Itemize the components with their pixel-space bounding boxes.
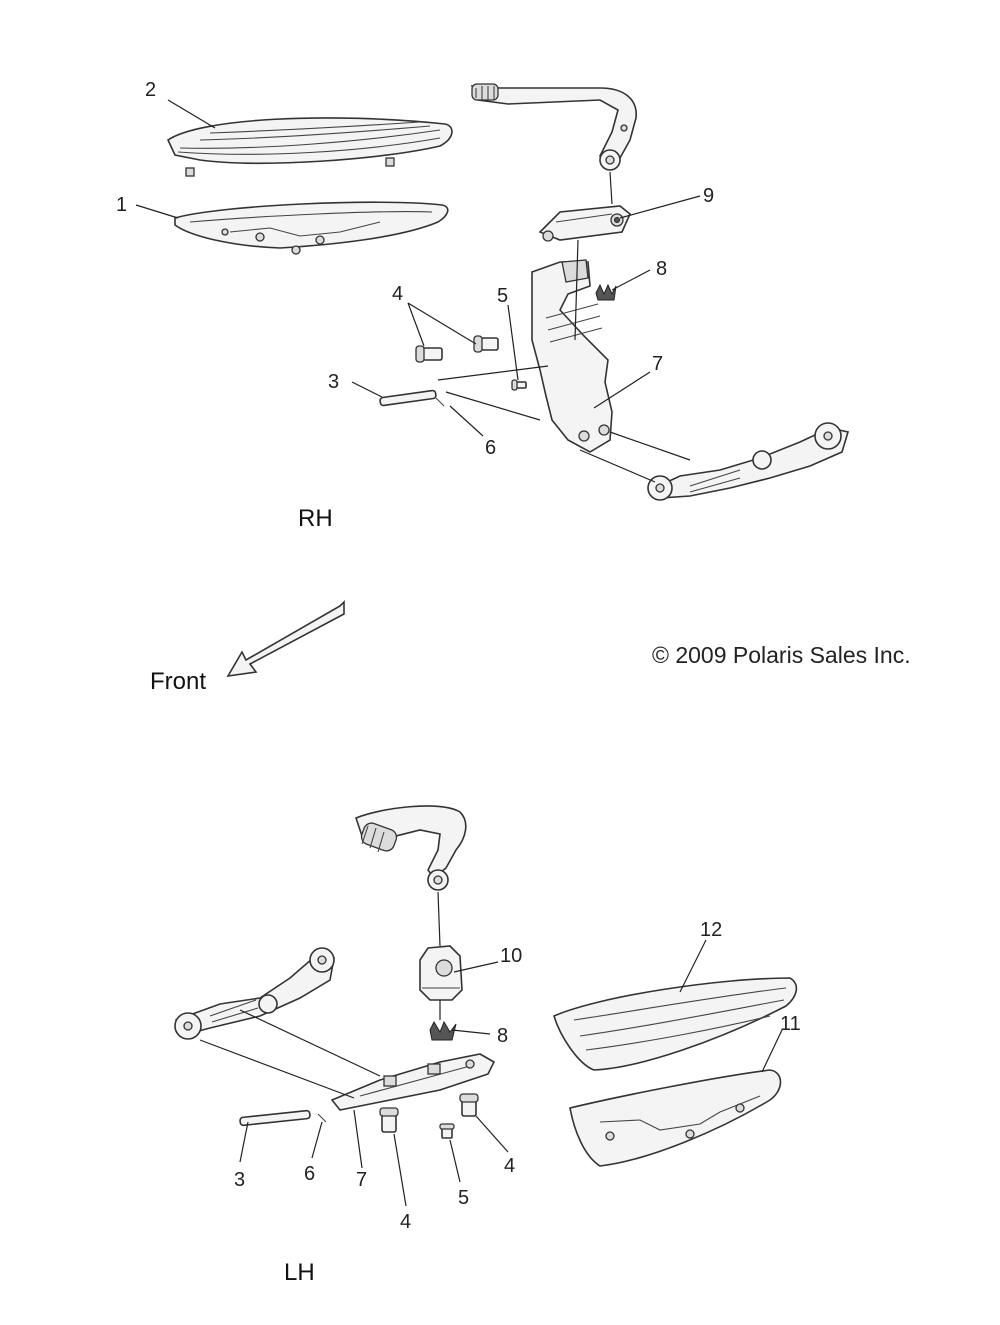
lh-callout-4-right: 4 (504, 1155, 515, 1177)
rh-callout-7: 7 (652, 353, 663, 375)
lh-callout-6: 6 (304, 1163, 315, 1185)
lh-assembly: 10 12 11 8 4 3 6 7 5 4 LH (174, 805, 801, 1286)
lh-clevis (419, 945, 463, 1001)
rh-callout-4: 4 (392, 283, 403, 305)
rh-pedal-arm (531, 259, 613, 453)
rh-callout-6: 6 (485, 437, 496, 459)
front-arrow (226, 600, 345, 678)
lh-view-label: LH (284, 1259, 315, 1286)
lh-bolts (379, 1093, 479, 1139)
rh-footpeg-bracket (647, 422, 850, 501)
lh-callout-11: 11 (780, 1013, 801, 1035)
lh-callout-8: 8 (497, 1025, 508, 1047)
rh-callout-1: 1 (116, 194, 127, 216)
rh-brake-lever (470, 83, 637, 171)
lh-cotter-pin (317, 1113, 327, 1123)
lh-footboard-base (569, 1069, 782, 1167)
lh-callout-5: 5 (458, 1187, 469, 1209)
copyright-notice: © 2009 Polaris Sales Inc. (652, 642, 911, 668)
rh-view-label: RH (298, 505, 333, 532)
rh-pedal-bracket (538, 205, 631, 242)
rh-assembly: 2 1 9 8 4 5 3 7 6 RH (116, 79, 850, 532)
lh-shift-lever (355, 805, 467, 891)
rh-callout-2: 2 (145, 79, 156, 101)
front-direction-label: Front (150, 668, 206, 695)
rh-footboard-mat (166, 117, 453, 177)
lh-callout-10: 10 (500, 945, 522, 967)
rh-bolts (415, 335, 527, 391)
rh-callout-8: 8 (656, 258, 667, 280)
lh-spring (429, 1020, 457, 1041)
rh-leader-lines (135, 99, 701, 483)
rh-cotter-pin (435, 397, 445, 407)
lh-callout-3: 3 (234, 1169, 245, 1191)
lh-callout-12: 12 (700, 919, 722, 941)
lh-pedal-arm (330, 1053, 496, 1111)
lh-pivot-pin (239, 1109, 311, 1127)
rh-callout-5: 5 (497, 285, 508, 307)
lh-leader-lines (199, 891, 783, 1207)
rh-callout-9: 9 (703, 185, 714, 207)
rh-footboard-base (174, 201, 449, 255)
rh-pivot-pin (379, 389, 437, 407)
rh-callout-3: 3 (328, 371, 339, 393)
lh-callout-7: 7 (356, 1169, 367, 1191)
rh-spring (595, 283, 617, 301)
lh-footpeg-bracket (174, 947, 335, 1040)
lh-footboard-mat (553, 977, 798, 1071)
lh-callout-4-bottom: 4 (400, 1211, 411, 1233)
